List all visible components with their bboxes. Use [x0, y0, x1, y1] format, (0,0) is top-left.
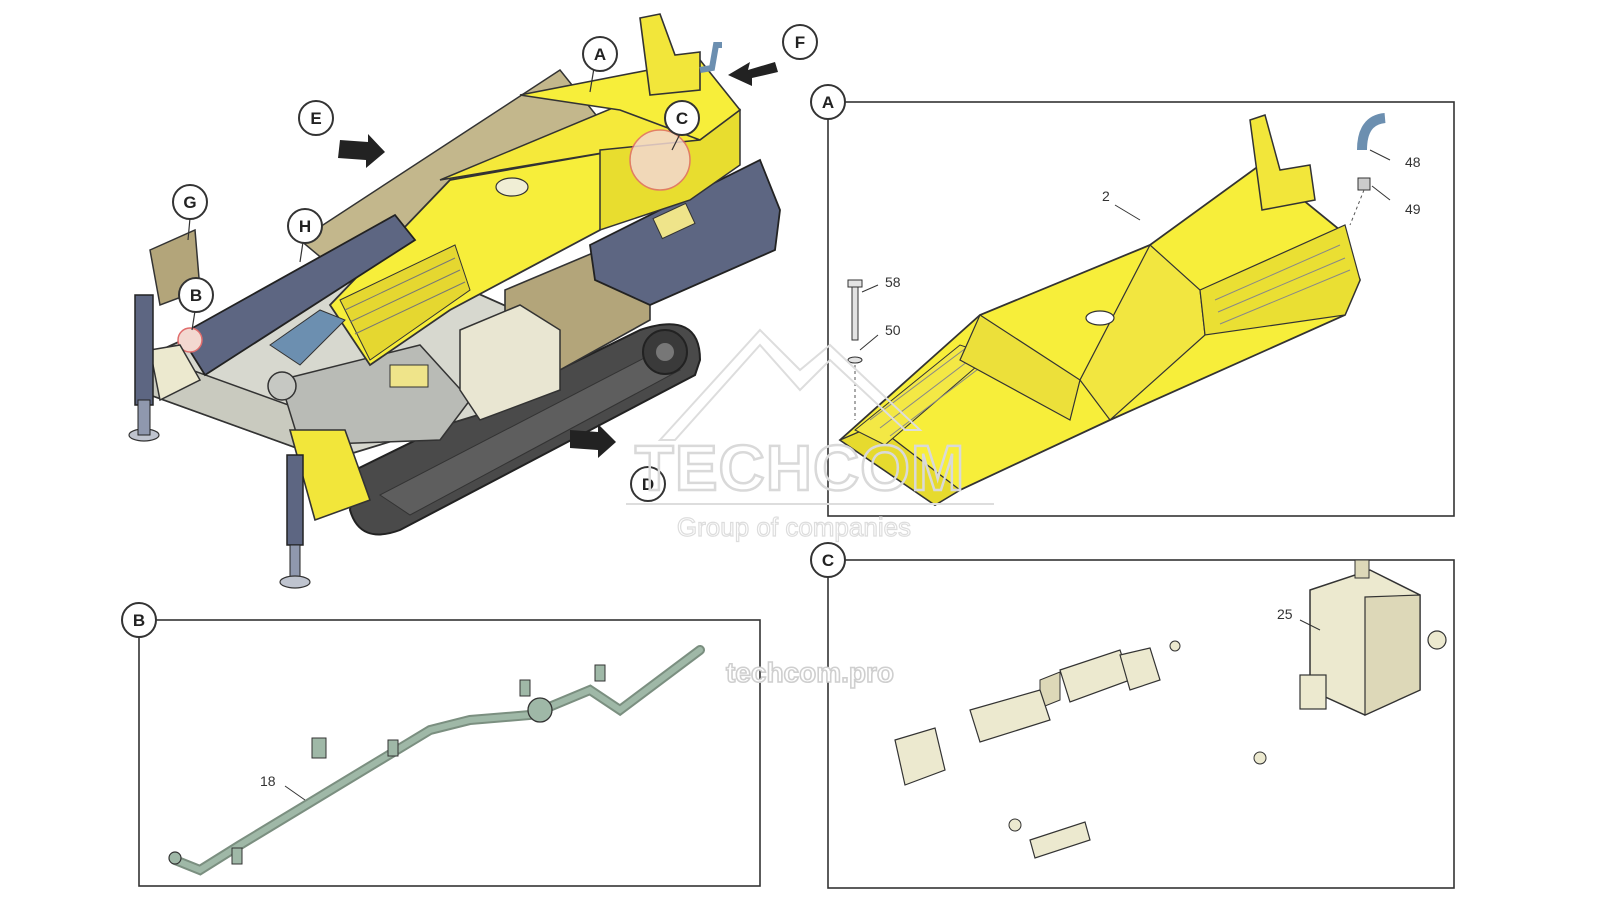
- detail-panel-b: B 18: [121, 602, 761, 887]
- callout-f[interactable]: F: [782, 24, 818, 60]
- part-label-18: 18: [260, 773, 276, 789]
- watermark-mountain-logo: [657, 328, 923, 441]
- area-b-highlight: [177, 327, 203, 353]
- part-label-49: 49: [1405, 201, 1421, 217]
- arrow-f: [728, 62, 778, 86]
- techcom-watermark: TECHCOM Group of companies techcom.pro: [626, 328, 994, 689]
- callout-e[interactable]: E: [298, 100, 334, 136]
- watermark-url: techcom.pro: [726, 657, 894, 688]
- main-machine-illustration: [128, 13, 781, 589]
- callout-c[interactable]: C: [664, 100, 700, 136]
- yellow-engine-covers: [328, 13, 742, 367]
- callout-a[interactable]: A: [582, 36, 618, 72]
- mast-beam: [178, 213, 417, 377]
- navy-chassis: [589, 158, 781, 306]
- panel-c-badge-label: C: [822, 551, 834, 570]
- watermark-tagline: Group of companies: [677, 512, 911, 542]
- callout-d[interactable]: D: [630, 466, 666, 502]
- detail-panel-c: C 25: [810, 542, 1455, 889]
- watermark-brand: TECHCOM: [635, 432, 966, 504]
- callout-g[interactable]: G: [172, 184, 208, 220]
- callout-f-label: F: [795, 33, 805, 52]
- part-label-58: 58: [885, 274, 901, 290]
- callout-h[interactable]: H: [287, 208, 323, 244]
- callout-e-label: E: [310, 109, 321, 128]
- panel-b-badge[interactable]: B: [121, 602, 157, 638]
- hydraulic-pipe-assembly-18: [168, 645, 705, 876]
- engine-cover-assembly: [838, 113, 1386, 507]
- panel-a-badge[interactable]: A: [810, 84, 846, 120]
- bolt-58: [851, 284, 859, 341]
- leader-18: [284, 785, 306, 801]
- panel-c-badge[interactable]: C: [810, 542, 846, 578]
- view-arrows: [338, 62, 778, 458]
- callout-c-label: C: [676, 109, 688, 128]
- part-label-48: 48: [1405, 154, 1421, 170]
- panel-a-leaders: [859, 149, 1391, 351]
- clamp-49: [1357, 177, 1371, 191]
- outrigger-legs: [128, 294, 372, 589]
- arrow-d: [570, 424, 616, 458]
- arrow-e: [338, 134, 385, 168]
- light-panel: [459, 304, 561, 421]
- callout-b[interactable]: B: [178, 277, 214, 313]
- callout-g-label: G: [183, 193, 196, 212]
- panel-a-badge-label: A: [822, 93, 834, 112]
- washer-50: [847, 356, 863, 364]
- valve-block-cluster: [894, 640, 1267, 859]
- callout-h-label: H: [299, 217, 311, 236]
- part-label-50: 50: [885, 322, 901, 338]
- detail-panel-a: A: [810, 84, 1455, 517]
- callout-leaders: [187, 67, 681, 331]
- part-label-25: 25: [1277, 606, 1293, 622]
- leader-25: [1299, 619, 1321, 631]
- panel-b-badge-label: B: [133, 611, 145, 630]
- callout-d-label: D: [642, 475, 654, 494]
- hose-48: [1357, 113, 1386, 151]
- crawler-track: [348, 323, 702, 536]
- part-label-2: 2: [1102, 188, 1110, 204]
- hydraulic-tank-25: [1299, 559, 1447, 716]
- callout-b-label: B: [190, 286, 202, 305]
- callout-a-label: A: [594, 45, 606, 64]
